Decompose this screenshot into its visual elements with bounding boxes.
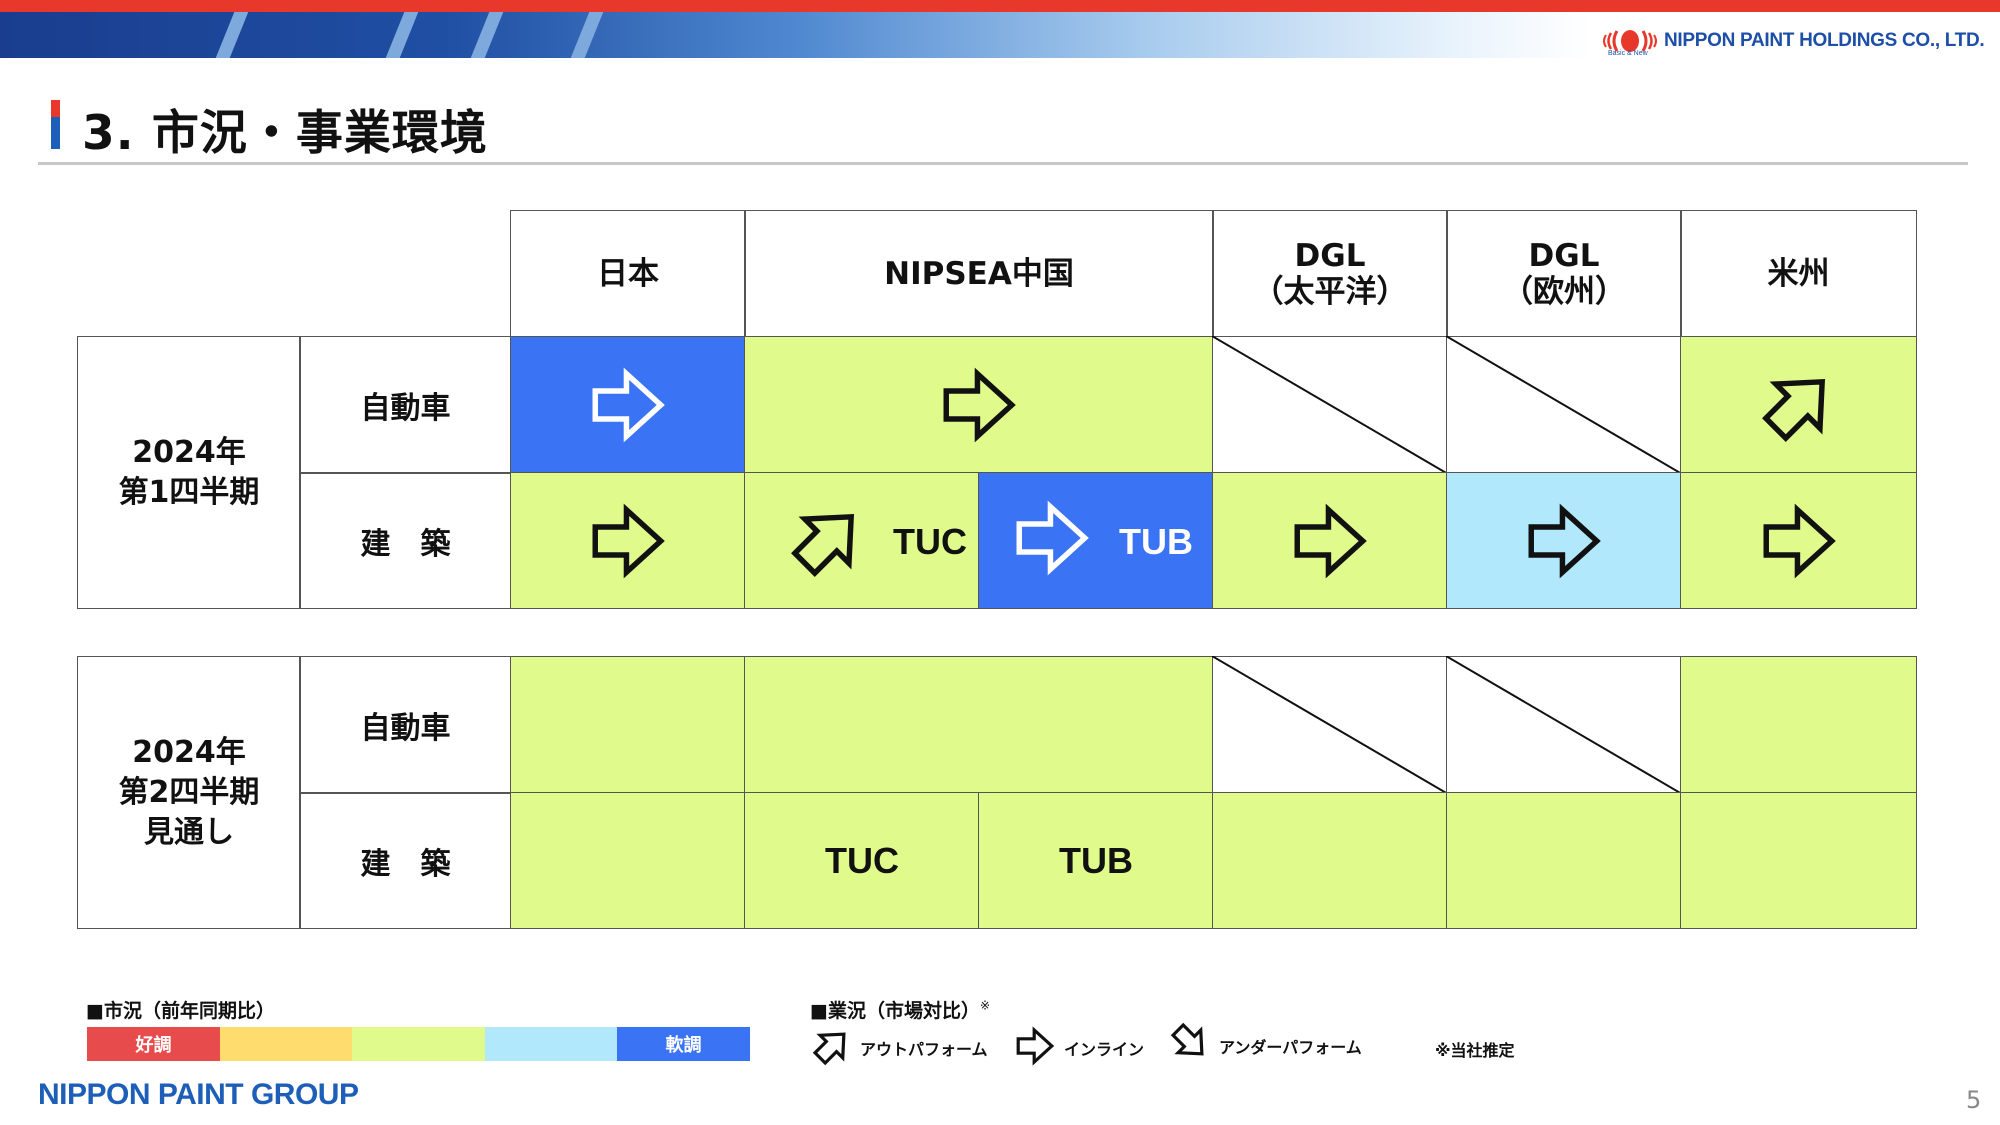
- company-name: NIPPON PAINT HOLDINGS CO., LTD.: [1664, 30, 1985, 51]
- outperform-arrow-icon: [791, 513, 855, 577]
- q1-build-nipsea-tuc-cell: TUC: [744, 472, 980, 609]
- q1-auto-americas-cell: [1680, 336, 1917, 474]
- inline-arrow-icon: [943, 367, 1016, 443]
- inline-arrow-icon: [1763, 503, 1836, 578]
- not-applicable-diagonal: [1445, 655, 1682, 794]
- not-applicable-diagonal: [1211, 335, 1448, 474]
- group-logo: NIPPON PAINT GROUP: [38, 1078, 359, 1111]
- inline-arrow-icon: [1294, 503, 1367, 578]
- legend-swatch-weak: 軟調: [617, 1027, 750, 1061]
- q2-build-dgl-pacific-cell: [1212, 792, 1448, 929]
- company-logo: NIPPON PAINT HOLDINGS CO., LTD.: [1602, 27, 1985, 55]
- legend-note-mark: ※: [979, 998, 991, 1013]
- not-applicable-diagonal: [1445, 335, 1682, 474]
- q2-build-dgl-europe-cell: [1446, 792, 1682, 929]
- row-label-automotive: 自動車: [299, 656, 512, 794]
- legend-swatch-flat: [352, 1027, 485, 1061]
- legend-outperform-label: アウトパフォーム: [860, 1040, 988, 1059]
- header-top-line: [0, 0, 2000, 12]
- page-title: 3. 市況・事業環境: [82, 106, 488, 161]
- q2-auto-japan-cell: [510, 656, 746, 794]
- inline-arrow-icon: [592, 367, 665, 443]
- row-label-architectural: 建 築: [299, 472, 512, 609]
- q2-auto-nipsea-cell: [744, 656, 1214, 794]
- q1-build-dgl-europe-cell: [1446, 472, 1682, 609]
- title-divider: [38, 162, 1968, 165]
- q1-build-nipsea-tub-cell: TUB: [978, 472, 1214, 609]
- legend-inline-label: インライン: [1064, 1040, 1145, 1059]
- legend-swatch-somewhat-good: [220, 1027, 352, 1061]
- inline-arrow-icon: [1528, 503, 1601, 578]
- segment-label-tuc: TUC: [893, 521, 967, 562]
- column-header-nipsea-china: NIPSEA中国: [744, 210, 1214, 338]
- q2-build-japan-cell: [510, 792, 746, 929]
- title-accent-bar: [51, 100, 60, 149]
- underperform-arrow-icon: [1170, 1022, 1204, 1056]
- legend-swatch-good: 好調: [87, 1027, 220, 1061]
- q1-auto-dgl-europe-na-cell: [1445, 335, 1682, 474]
- header-gradient-band: [0, 12, 1590, 58]
- nippon-paint-emblem-icon: [1603, 30, 1657, 52]
- q2-build-nipsea-tuc-cell: TUC: [744, 792, 980, 929]
- not-applicable-diagonal: [1211, 655, 1448, 794]
- q2-build-nipsea-tub-cell: TUB: [978, 792, 1214, 929]
- inline-arrow-icon: [592, 503, 665, 578]
- period-label-q2: 2024年 第2四半期 見通し: [77, 656, 301, 929]
- legend-market-title: ■市況（前年同期比）: [86, 1000, 275, 1022]
- segment-label-tub: TUB: [1119, 521, 1193, 562]
- q2-auto-americas-cell: [1680, 656, 1917, 794]
- legend-estimate-note: ※当社推定: [1435, 1041, 1515, 1060]
- legend-business-title: ■業況（市場対比）※: [810, 998, 991, 1022]
- column-header-japan: 日本: [510, 210, 746, 338]
- segment-label-tuc: TUC: [825, 839, 899, 881]
- column-header-dgl-europe: DGL （欧州）: [1446, 210, 1682, 338]
- q1-auto-nipsea-cell: [744, 336, 1214, 474]
- legend-swatch-somewhat-weak: [485, 1027, 617, 1061]
- segment-label-tub: TUB: [1059, 839, 1133, 881]
- row-label-automotive: 自動車: [299, 336, 512, 474]
- inline-arrow-icon: [1016, 1026, 1055, 1066]
- q2-build-americas-cell: [1680, 792, 1917, 929]
- page-number: 5: [1966, 1086, 1982, 1114]
- q1-build-dgl-pacific-cell: [1212, 472, 1448, 609]
- q2-auto-dgl-pacific-na-cell: [1211, 655, 1448, 794]
- outperform-arrow-icon: [1761, 378, 1825, 442]
- row-label-architectural: 建 築: [299, 792, 512, 929]
- outperform-arrow-icon: [812, 1032, 846, 1066]
- legend-underperform-label: アンダーパフォーム: [1219, 1038, 1362, 1057]
- q1-auto-dgl-pacific-na-cell: [1211, 335, 1448, 474]
- q1-build-japan-cell: [510, 472, 746, 609]
- company-tagline: Basic & New: [1608, 50, 1648, 57]
- q2-auto-dgl-europe-na-cell: [1445, 655, 1682, 794]
- column-header-americas: 米州: [1680, 210, 1917, 338]
- q1-build-americas-cell: [1680, 472, 1917, 609]
- period-label-q1: 2024年 第1四半期: [77, 336, 301, 609]
- column-header-dgl-pacific: DGL （太平洋）: [1212, 210, 1448, 338]
- inline-arrow-icon: [1016, 500, 1089, 576]
- q1-auto-japan-cell: [510, 336, 746, 474]
